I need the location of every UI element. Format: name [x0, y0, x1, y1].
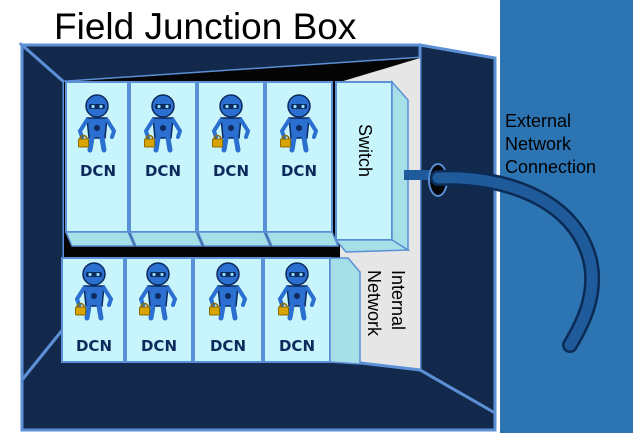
internal-network-label-line2: Network [364, 270, 384, 337]
external-label-line1: External [505, 111, 572, 131]
external-cable [404, 163, 601, 353]
external-connection-label: External Network Connection [505, 110, 596, 179]
internal-network-label: Internal [388, 270, 408, 331]
top-row-modules [64, 80, 411, 253]
dcn-label: DCN [278, 337, 315, 355]
dcn-module-bottom-1 [61, 257, 125, 363]
bottom-row-modules [61, 257, 361, 365]
dcn-label: DCN [212, 162, 249, 180]
dcn-module-top-1 [64, 81, 136, 247]
dcn-module-bottom-3 [193, 257, 263, 363]
diagram-title: Field Junction Box [54, 6, 357, 47]
dcn-label: DCN [75, 337, 112, 355]
internal-network-module [329, 257, 361, 365]
dcn-label: DCN [144, 162, 181, 180]
dcn-module-top-3 [196, 81, 272, 247]
external-label-line3: Connection [505, 157, 597, 177]
dcn-label: DCN [140, 337, 177, 355]
dcn-module-top-2 [128, 81, 204, 247]
switch-module [334, 80, 411, 253]
switch-label: Switch [355, 124, 375, 178]
dcn-label: DCN [280, 162, 317, 180]
dcn-module-top-4 [264, 81, 340, 247]
dcn-module-bottom-2 [125, 257, 193, 363]
external-label-line2: Network [505, 134, 572, 154]
dcn-label: DCN [209, 337, 246, 355]
dcn-label: DCN [79, 162, 116, 180]
